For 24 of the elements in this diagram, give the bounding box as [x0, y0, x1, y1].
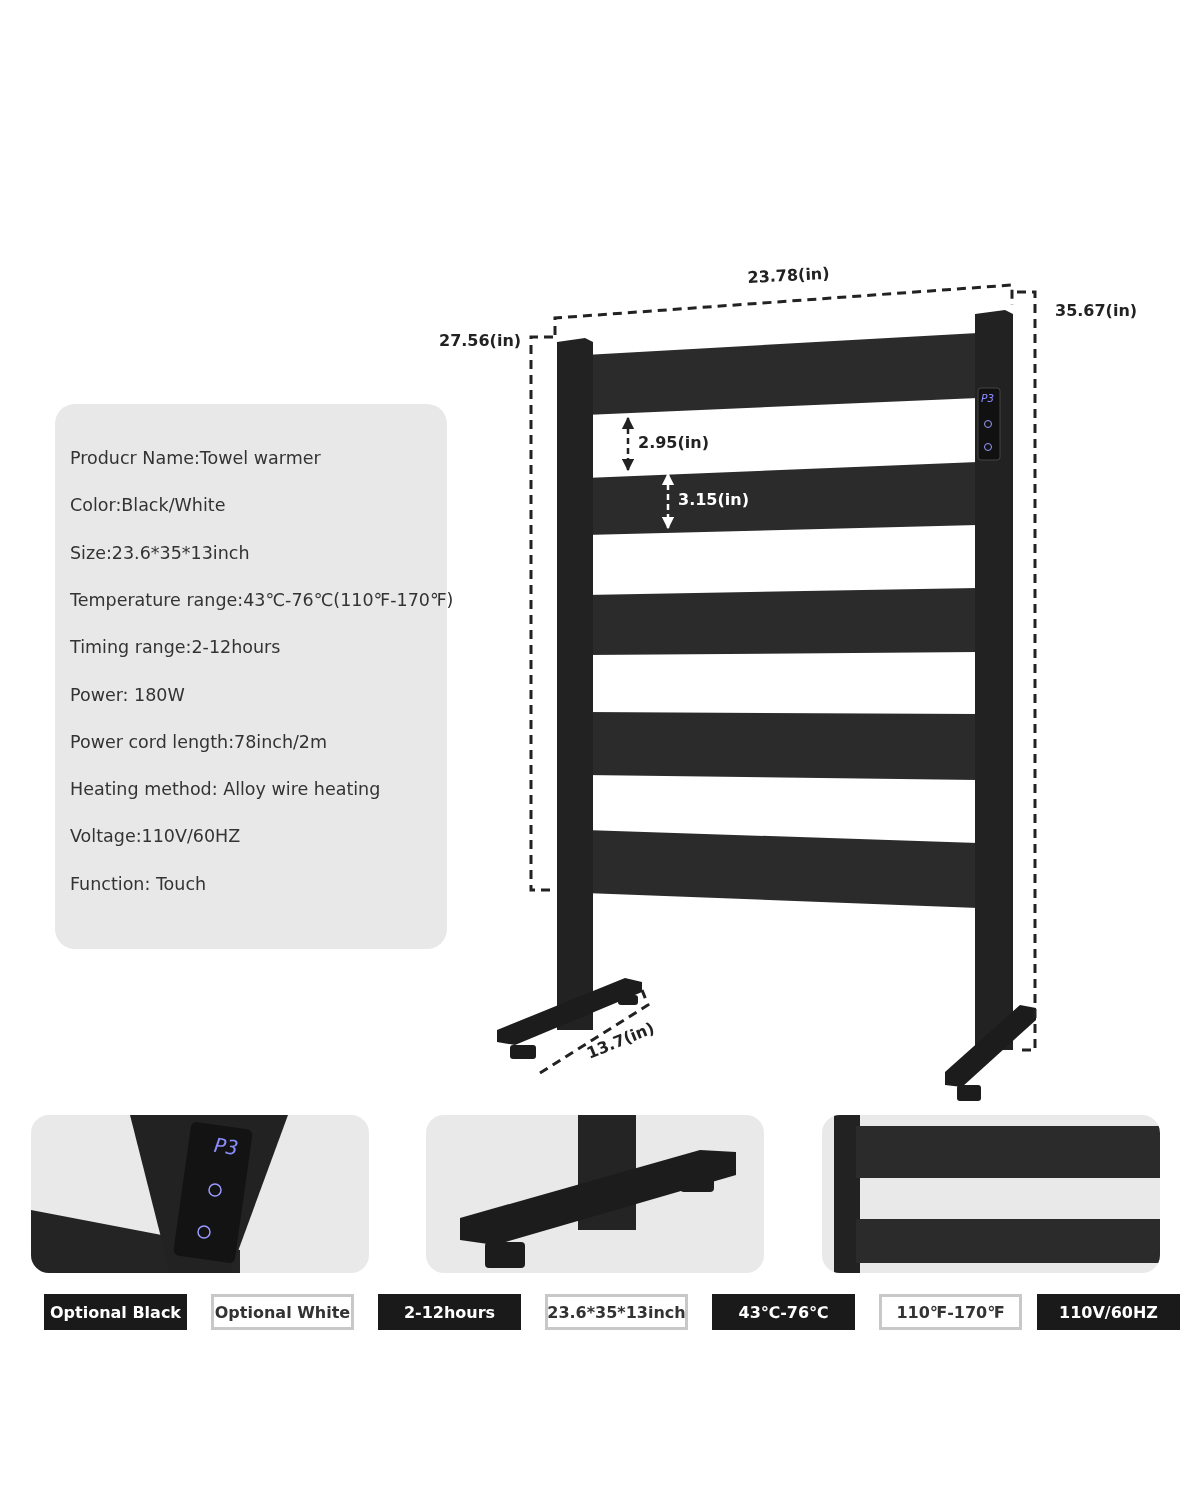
- spec-line: Producr Name:Towel warmer: [70, 448, 321, 468]
- spec-line: Color:Black/White: [70, 495, 226, 516]
- option-tag: 43℃-76℃: [712, 1294, 855, 1330]
- spec-line: Timing range:2-12hours: [70, 637, 281, 658]
- option-tag: 23.6*35*13inch: [545, 1294, 688, 1330]
- display-readout: P3: [212, 1133, 240, 1161]
- dimension-label: 27.56(in): [439, 331, 522, 350]
- dimension-label: 23.78(in): [747, 263, 830, 287]
- spec-line: Temperature range:43℃-76℃(110℉-170℉): [70, 589, 454, 610]
- dimension-label: 2.95(in): [638, 433, 709, 452]
- spec-line: Power cord length:78inch/2m: [70, 731, 328, 752]
- spec-line: Function: Touch: [70, 873, 207, 894]
- spec-line: Heating method: Alloy wire heating: [70, 779, 381, 800]
- option-tag: 2-12hours: [378, 1294, 521, 1330]
- option-tag: Optional White: [211, 1294, 354, 1330]
- dimension-label: 35.67(in): [1055, 301, 1138, 320]
- option-tag: 110℉-170℉: [879, 1294, 1022, 1330]
- dimension-label: 3.15(in): [678, 490, 749, 509]
- display-readout: P3: [981, 392, 995, 405]
- spec-line: Voltage:110V/60HZ: [70, 826, 241, 847]
- option-tag: Optional Black: [44, 1294, 187, 1330]
- spec-line: Size:23.6*35*13inch: [70, 542, 250, 563]
- spec-line: Power: 180W: [70, 684, 185, 705]
- option-tag: 110V/60HZ: [1037, 1294, 1180, 1330]
